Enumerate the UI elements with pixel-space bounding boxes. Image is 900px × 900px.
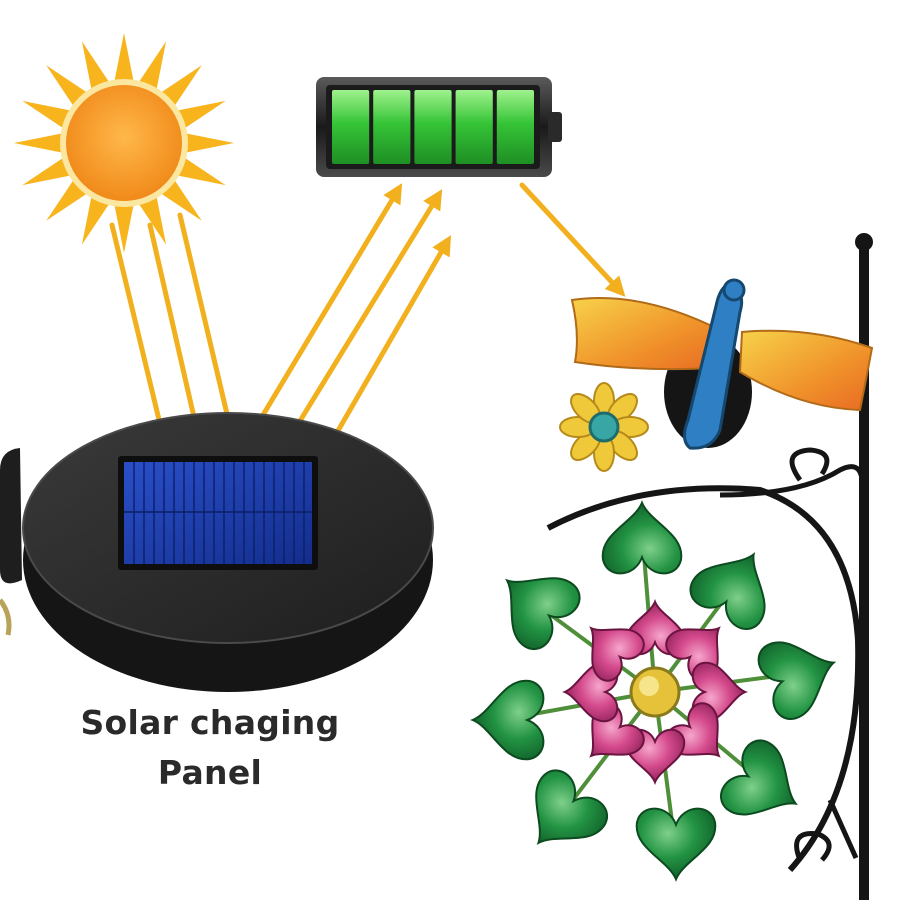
- sun-ray: [81, 195, 110, 245]
- panel-to-battery-arrow: [245, 183, 403, 443]
- caption-line-2: Panel: [157, 753, 263, 792]
- sun-ray: [114, 33, 134, 82]
- leaf: [720, 739, 798, 816]
- dragonfly-icon: [570, 278, 874, 450]
- leaf: [470, 679, 545, 761]
- sun-ray: [176, 157, 226, 186]
- sun-ray: [138, 41, 167, 91]
- garden-stake: [546, 233, 873, 900]
- leaf: [535, 769, 608, 845]
- sun-icon: [14, 33, 234, 253]
- leaf: [635, 807, 717, 882]
- sun-ray: [46, 179, 88, 221]
- sun-ray: [22, 100, 72, 129]
- battery-cell: [496, 90, 534, 164]
- battery-icon: [316, 77, 562, 177]
- sun-ray: [22, 157, 72, 186]
- sun-ray: [46, 65, 88, 107]
- battery-cell: [455, 90, 493, 164]
- leaf: [757, 641, 837, 720]
- sun-ray: [138, 195, 167, 245]
- leaf: [689, 552, 766, 630]
- leaf: [505, 577, 581, 650]
- sun-ray: [160, 179, 202, 221]
- battery-to-light-arrow: [519, 182, 626, 297]
- battery-cell: [373, 90, 411, 164]
- sun-ray: [81, 41, 110, 91]
- sun-ray: [114, 204, 134, 253]
- small-flower-icon: [559, 382, 649, 472]
- leaf: [601, 500, 683, 575]
- panel-to-battery-arrow: [273, 189, 443, 463]
- flower-icon: [470, 500, 837, 882]
- solar-panel-caption: Solar chaging Panel: [40, 698, 380, 798]
- petal: [589, 626, 645, 682]
- sun-ray: [160, 65, 202, 107]
- caption-line-1: Solar chaging: [80, 703, 340, 742]
- sun-ray: [185, 133, 234, 153]
- battery-cell: [414, 90, 452, 164]
- battery-cell: [332, 90, 370, 164]
- sun-ray: [14, 133, 63, 153]
- solar-panel-icon: [0, 412, 434, 692]
- sun-ray: [176, 100, 226, 129]
